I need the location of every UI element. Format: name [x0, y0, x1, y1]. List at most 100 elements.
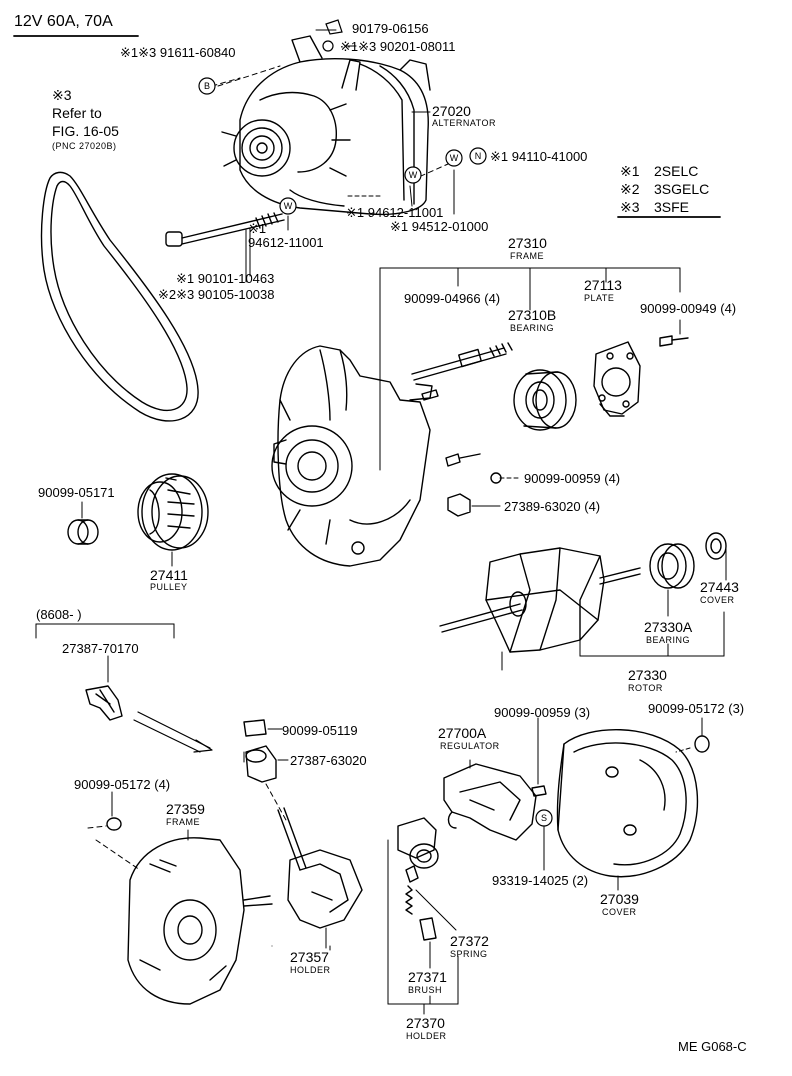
nut-05172b-drawing: [87, 791, 141, 871]
callout-90099-00959-b: 90099-00959 (3): [494, 705, 591, 720]
circle-marker-w2: [445, 149, 463, 167]
misc-leader-lines: [243, 751, 331, 951]
callout-27372-name: SPRING: [450, 949, 488, 959]
callout-94612-11001-a: ※1 94612-11001: [346, 205, 444, 220]
callout-27020-name: ALTERNATOR: [432, 118, 497, 128]
callout-27310-name: FRAME: [510, 251, 544, 261]
washer-90201-marker: [322, 40, 334, 52]
callout-27700a: 27700A: [438, 725, 487, 741]
callout-27411-name: PULLEY: [150, 582, 188, 592]
through-bolt-drawing: [411, 342, 513, 381]
frame-bracket-lines: [379, 267, 681, 471]
screw-00959b-drawing: [531, 717, 547, 797]
circle-letter-s: S: [540, 813, 547, 823]
callout-27371-name: BRUSH: [408, 985, 443, 995]
callout-90099-05172-b: 90099-05172 (4): [74, 777, 171, 792]
belt-note-line2: FIG. 16-05: [52, 123, 119, 139]
callout-27310b: 27310B: [508, 307, 557, 323]
legend-text-3: 3SFE: [654, 199, 690, 215]
rear-cover-27039-drawing: [556, 729, 699, 891]
callout-27443: 27443: [700, 579, 739, 595]
range-label: (8608- ): [36, 607, 82, 622]
callout-27387-63020: 27387-63020: [290, 753, 367, 768]
brush-27371-drawing: [419, 917, 437, 969]
callout-27113: 27113: [584, 277, 622, 293]
nut-05172a-drawing: [675, 717, 710, 753]
drive-end-frame-drawing: [271, 345, 433, 567]
regulator-27700a-drawing: [443, 759, 537, 841]
circle-marker-b: [198, 77, 216, 95]
leader-lines-top: [211, 29, 455, 283]
circle-letter-w1: W: [408, 170, 418, 180]
circle-letter-w3: W: [283, 201, 293, 211]
callout-27389-63020: 27389-63020 (4): [504, 499, 601, 514]
plate-27113-drawing: [593, 341, 641, 417]
circle-marker-w3: [279, 197, 297, 215]
long-bolt-drawing: [165, 212, 285, 247]
arrow-indicator: [133, 711, 213, 753]
legend-mark-2: ※2: [620, 181, 640, 197]
callout-94512-01000: ※1 94512-01000: [390, 219, 489, 234]
callout-90099-00949: 90099-00949 (4): [640, 301, 737, 316]
cover-27443-drawing: [705, 532, 727, 581]
rotor-drawing: [439, 547, 641, 671]
callout-27371: 27371: [408, 969, 447, 985]
pulley-drawing: [137, 473, 209, 567]
holder-27357-drawing: [277, 807, 363, 949]
callout-94612-mark: ※1: [248, 221, 267, 236]
callout-27359: 27359: [166, 801, 205, 817]
legend-text-1: 2SELC: [654, 163, 699, 179]
circle-marker-w1: [404, 166, 422, 184]
callout-27039: 27039: [600, 891, 639, 907]
holder-bracket-lines: [387, 839, 459, 1015]
callout-27330a: 27330A: [644, 619, 693, 635]
callout-27330-name: ROTOR: [628, 683, 663, 693]
circle-letter-n: N: [474, 151, 482, 161]
callout-27387-70170: 27387-70170: [62, 641, 139, 656]
circle-letter-b: B: [203, 81, 210, 91]
circle-markers: [198, 40, 553, 827]
belt-note-mark: ※3: [52, 87, 72, 103]
callout-27443-name: COVER: [700, 595, 735, 605]
callout-90201-08011: ※1※3 90201-08011: [340, 39, 456, 54]
insulator-63020-drawing: [245, 745, 289, 821]
callout-27411: 27411: [150, 567, 188, 583]
page-title: 12V 60A, 70A: [14, 13, 113, 30]
callout-27310: 27310: [508, 235, 547, 251]
screw-00949-drawing: [659, 319, 689, 347]
spring-27372-drawing: [405, 885, 457, 931]
callout-27310b-name: BEARING: [510, 323, 555, 333]
callout-27357: 27357: [290, 949, 329, 965]
belt-note-line1: Refer to: [52, 105, 102, 121]
callout-90179-06156: 90179-06156: [352, 21, 429, 36]
nut-05119-drawing: [243, 719, 283, 737]
holder-27370-drawing: [397, 817, 439, 883]
callout-91611-60840: ※1※3 91611-60840: [120, 45, 236, 60]
legend-mark-1: ※1: [620, 163, 640, 179]
callout-94110-41000: ※1 94110-41000: [490, 149, 588, 164]
callout-90099-05171: 90099-05171: [38, 485, 115, 500]
callout-94612-11001-b: 94612-11001: [248, 235, 324, 250]
callout-90099-00959-a: 90099-00959 (4): [524, 471, 621, 486]
v-belt-drawing: [40, 171, 199, 422]
rear-frame-27359-drawing: [127, 829, 273, 1005]
alternator-assembly-drawing: [221, 35, 431, 216]
spacer-05171-drawing: [67, 501, 99, 545]
callout-90099-05119: 90099-05119: [282, 723, 358, 738]
legend-mark-3: ※3: [620, 199, 640, 215]
callout-90105-10038: ※2※3 90105-10038: [158, 287, 275, 302]
belt-note-line3: (PNC 27020B): [52, 141, 117, 151]
callout-27330a-name: BEARING: [646, 635, 691, 645]
circle-letter-w2: W: [449, 153, 459, 163]
callout-27113-name: PLATE: [584, 293, 615, 303]
callout-93319-14025: 93319-14025 (2): [492, 873, 589, 888]
callout-27020: 27020: [432, 103, 471, 119]
circle-marker-s: [535, 809, 553, 827]
callout-27359-name: FRAME: [166, 817, 200, 827]
circle-marker-n: [469, 147, 487, 165]
callout-27330: 27330: [628, 667, 667, 683]
callout-27372: 27372: [450, 933, 489, 949]
bearing-27330a-drawing: [649, 543, 695, 617]
callout-27370: 27370: [406, 1015, 445, 1031]
range-bracket-lines: [35, 623, 175, 683]
